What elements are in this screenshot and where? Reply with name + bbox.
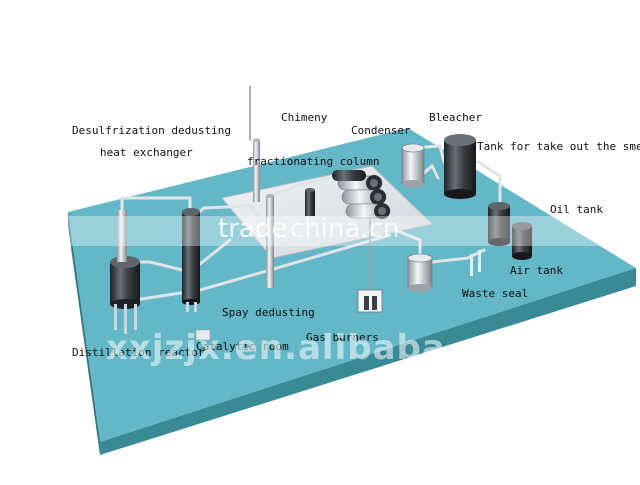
watermark-china-cn: china.cn (290, 214, 400, 244)
watermark-trade: trade (218, 214, 288, 244)
pipe-column-condenser (268, 176, 332, 198)
watermark-alibaba: xxjzjx.en.alibaba.com (106, 328, 542, 368)
heat-exchanger (182, 208, 200, 312)
condenser-unit-4 (332, 170, 366, 181)
smell-tank (444, 134, 476, 199)
platform-front (100, 268, 636, 455)
pipe-tank-oiltank (476, 160, 502, 207)
label-waste-seal: Waste seal (462, 287, 529, 300)
bleacher (401, 143, 425, 188)
label-air-tank: Air tank (510, 264, 563, 277)
distillation-reactor (110, 210, 140, 334)
gas-burners-unit (357, 218, 383, 313)
label-oil-tank: Oil tank (550, 203, 603, 216)
label-gas-burners: Gas burners (306, 331, 379, 344)
condenser-unit-3 (345, 203, 391, 219)
condensers (332, 170, 391, 219)
label-fractionating-column: fractionating column (247, 155, 380, 168)
pipe-reactor-top (120, 196, 192, 214)
label-condenser: Condenser (351, 124, 411, 137)
air-tank-vessel (512, 222, 532, 260)
condenser-unit-2 (341, 189, 387, 205)
label-bleacher: Bleacher (429, 111, 482, 124)
catalytic-room-unit (195, 329, 211, 341)
pipe-slab-wasteseal (393, 228, 422, 257)
label-desulfrization-line1: Desulfrization dedusting (72, 124, 231, 137)
label-desulfrization-line2: heat exchanger (100, 146, 193, 159)
waste-seal-vessel (407, 250, 481, 292)
oil-tank-vessel (488, 202, 510, 246)
label-chimeny: Chimeny (281, 111, 328, 124)
fractionating-column (266, 188, 315, 288)
platform-side (68, 212, 100, 455)
fractionating-slab (221, 165, 434, 259)
label-distillation-reactor: Distillation reactor (72, 346, 205, 359)
pipe-reactor-bottom (133, 233, 392, 302)
chimney (249, 86, 260, 202)
label-spay-dedusting: Spay dedusting (222, 306, 315, 319)
label-catalytic-room: Catalytic room (196, 340, 289, 353)
label-tank-smell: Tank for take out the smell (477, 140, 640, 153)
watermark-band (0, 216, 640, 246)
